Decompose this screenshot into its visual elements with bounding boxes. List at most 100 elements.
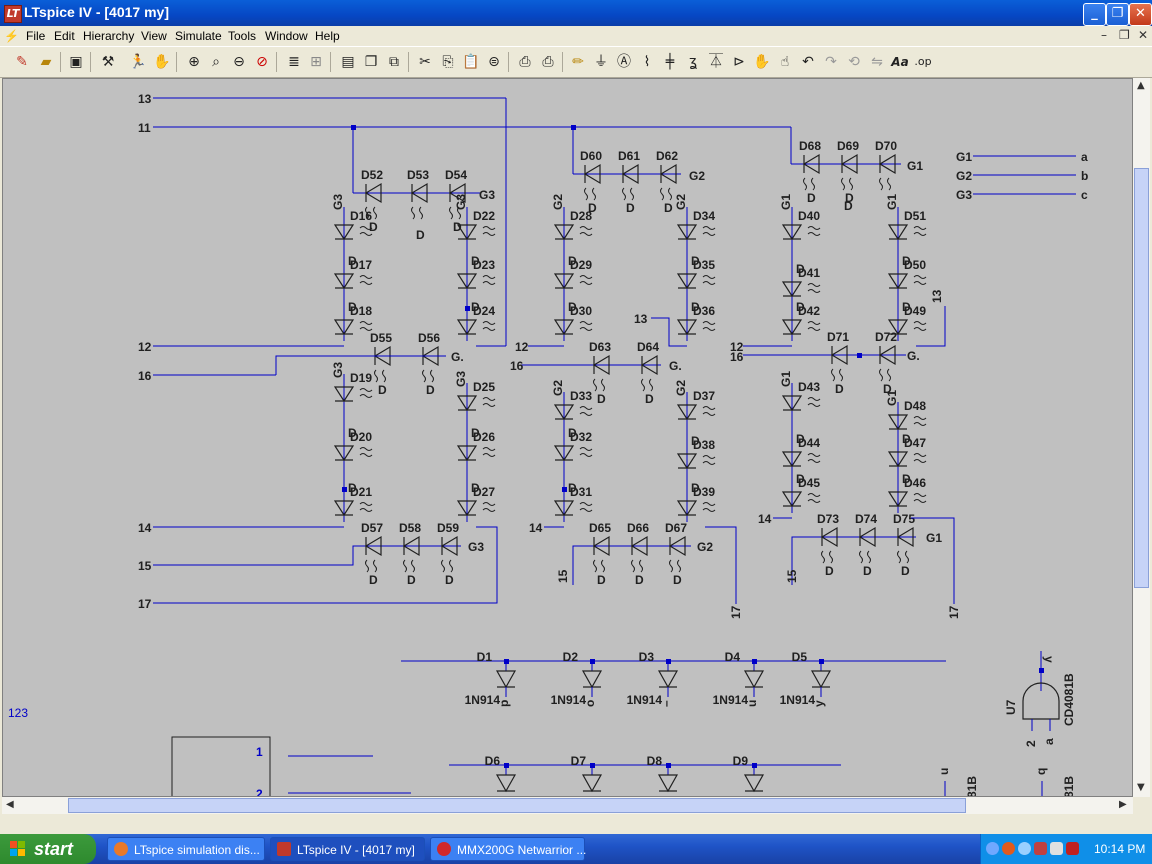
mdi-close-icon[interactable]: ✕ bbox=[1138, 28, 1149, 42]
pan-icon[interactable]: ✋ bbox=[153, 54, 171, 70]
tray-m-icon[interactable] bbox=[1002, 842, 1015, 855]
start-button[interactable]: start bbox=[0, 834, 96, 864]
diode-symbol bbox=[743, 774, 765, 793]
autorange-icon[interactable]: ⊞ bbox=[310, 54, 322, 70]
led-arrows bbox=[859, 550, 871, 564]
close-button[interactable]: ✕ bbox=[1129, 3, 1152, 26]
gate-in-a: a bbox=[1042, 738, 1056, 745]
capacitor-icon[interactable]: ╪ bbox=[665, 54, 675, 70]
ground-icon[interactable]: ⏚ bbox=[594, 54, 608, 70]
diode-value: D bbox=[796, 432, 805, 446]
menu-view[interactable]: View bbox=[141, 29, 167, 43]
tray-volume-icon[interactable] bbox=[1050, 842, 1063, 855]
minimize-button[interactable]: _ bbox=[1083, 3, 1106, 26]
mirror-icon[interactable]: ⇋ bbox=[871, 54, 883, 70]
diode-icon[interactable]: ⏄ bbox=[709, 54, 723, 70]
print-icon[interactable]: ⎙ bbox=[542, 54, 554, 70]
led-arrows bbox=[702, 502, 716, 512]
horizontal-scroll-thumb[interactable] bbox=[68, 798, 966, 813]
diode-ref: D67 bbox=[665, 521, 687, 535]
diode-value: D bbox=[348, 481, 357, 495]
tray-security-icon[interactable] bbox=[1034, 842, 1047, 855]
diode-symbol bbox=[781, 281, 803, 298]
diode-ref: D22 bbox=[473, 209, 495, 223]
scroll-left-icon[interactable]: ◀ bbox=[6, 799, 14, 810]
resistor-icon[interactable]: ⌇ bbox=[643, 54, 651, 70]
menu-tools[interactable]: Tools bbox=[228, 29, 257, 43]
close-all-icon[interactable]: ⧉ bbox=[389, 54, 399, 70]
find-icon[interactable]: ⊜ bbox=[488, 54, 500, 70]
gate-g3: G3 bbox=[468, 540, 484, 554]
menu-file[interactable]: File bbox=[26, 29, 46, 43]
vertical-scrollbar[interactable]: ▲ ▼ bbox=[1133, 78, 1150, 797]
control-panel-icon[interactable]: ⚒ bbox=[101, 54, 115, 70]
new-schematic-icon[interactable]: ✎ bbox=[16, 54, 28, 70]
wire-icon[interactable]: ✏ bbox=[572, 54, 584, 70]
diode-ref: D61 bbox=[618, 149, 640, 163]
diode-symbol bbox=[553, 500, 575, 517]
task-mmx200g[interactable]: MMX200G Netwarrior ... bbox=[430, 837, 586, 861]
diode-value: D bbox=[863, 564, 872, 578]
save-icon[interactable]: ▣ bbox=[69, 54, 83, 70]
zoom-in-icon[interactable]: ⊕ bbox=[188, 54, 200, 70]
mdi-minimize-icon[interactable]: – bbox=[1101, 28, 1107, 42]
rotate-icon[interactable]: ⟲ bbox=[848, 54, 860, 70]
tray-alert-icon[interactable] bbox=[1066, 842, 1079, 855]
diode-symbol bbox=[810, 670, 832, 689]
scroll-up-icon[interactable]: ▲ bbox=[1137, 80, 1145, 91]
wire bbox=[572, 545, 691, 585]
horizontal-scrollbar[interactable]: ◀ ▶ bbox=[2, 797, 1133, 814]
tray-network-icon[interactable] bbox=[1018, 842, 1031, 855]
move-icon[interactable]: ✋ bbox=[753, 54, 771, 70]
maximize-button[interactable]: ❐ bbox=[1106, 3, 1129, 26]
text-icon[interactable]: Aa bbox=[891, 55, 909, 69]
menu-edit[interactable]: Edit bbox=[54, 29, 75, 43]
open-icon[interactable]: ▰ bbox=[40, 54, 52, 70]
gate-g-dot: G. bbox=[907, 349, 920, 363]
component-icon[interactable]: ⊳ bbox=[733, 54, 745, 70]
zoom-out-icon[interactable]: ⊖ bbox=[233, 54, 245, 70]
menu-help[interactable]: Help bbox=[315, 29, 340, 43]
task-ltspice-discussion[interactable]: LTspice simulation dis... bbox=[107, 837, 265, 861]
paste-icon[interactable]: 📋 bbox=[462, 54, 480, 70]
led-arrows bbox=[359, 321, 373, 331]
scroll-right-icon[interactable]: ▶ bbox=[1119, 799, 1127, 810]
redo-icon[interactable]: ↷ bbox=[825, 54, 837, 70]
diode-ref: D47 bbox=[904, 436, 926, 450]
run-icon[interactable]: 🏃 bbox=[129, 54, 147, 70]
scroll-down-icon[interactable]: ▼ bbox=[1137, 782, 1145, 793]
diode-symbol bbox=[621, 163, 639, 185]
led-arrows bbox=[831, 368, 843, 382]
browser-m-icon bbox=[437, 842, 451, 856]
tray-arrow-icon[interactable] bbox=[986, 842, 999, 855]
task-ltspice-4017[interactable]: LTspice IV - [4017 my] bbox=[270, 837, 425, 861]
gate-label: G2 bbox=[674, 380, 688, 396]
spice-directive-icon[interactable]: .op bbox=[914, 55, 932, 68]
undo-icon[interactable]: ↶ bbox=[802, 54, 814, 70]
schematic-menu-icon[interactable]: ⚡ bbox=[4, 29, 19, 43]
vertical-scroll-thumb[interactable] bbox=[1134, 168, 1149, 588]
partial-part-label: 81B bbox=[965, 776, 979, 797]
label-icon[interactable]: Ⓐ bbox=[617, 54, 631, 70]
drag-icon[interactable]: ☝ bbox=[780, 54, 790, 70]
menu-simulate[interactable]: Simulate bbox=[175, 29, 222, 43]
mdi-restore-icon[interactable]: ❐ bbox=[1119, 28, 1130, 42]
copy-icon[interactable]: ⎘ bbox=[442, 54, 454, 70]
diode-ref: D25 bbox=[473, 380, 495, 394]
menu-hierarchy[interactable]: Hierarchy bbox=[83, 29, 135, 43]
menu-window[interactable]: Window bbox=[265, 29, 308, 43]
tile-horizontal-icon[interactable]: ▤ bbox=[341, 54, 355, 70]
zoom-cancel-icon[interactable]: ⊘ bbox=[256, 54, 268, 70]
zoom-full-icon[interactable]: ⌕ bbox=[212, 54, 220, 70]
plot-settings-icon[interactable]: ≣ bbox=[288, 54, 300, 70]
junction-dot bbox=[857, 353, 862, 358]
cut-icon[interactable]: ✂ bbox=[419, 54, 431, 70]
cascade-icon[interactable]: ❐ bbox=[364, 54, 378, 70]
diode-value: D bbox=[673, 573, 682, 587]
diode-ref: D46 bbox=[904, 476, 926, 490]
print-setup-icon[interactable]: ⎙ bbox=[519, 54, 531, 70]
inductor-icon[interactable]: ʓ bbox=[688, 54, 698, 70]
diode-ref: D35 bbox=[693, 258, 715, 272]
